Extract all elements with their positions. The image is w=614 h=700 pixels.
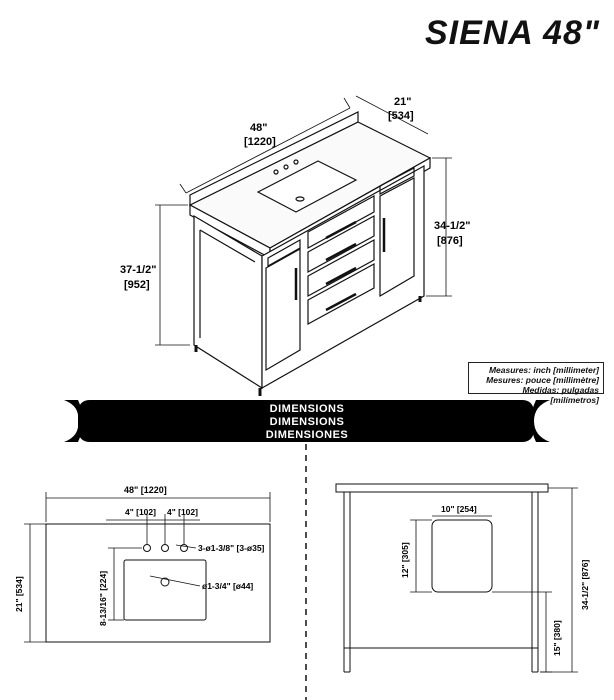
iso-depth-label: 21" xyxy=(394,96,411,108)
hole-spacing-1-label: 4" [102] xyxy=(125,507,156,517)
dimensions-banner xyxy=(78,400,534,442)
product-title: SIENA 48" xyxy=(424,14,600,52)
iso-dimension-lines xyxy=(155,95,452,346)
drain-label: ø1-3/4" [ø44] xyxy=(202,581,253,591)
banner-line-fr: DIMENSIONS xyxy=(269,416,345,428)
iso-cab-height-mm-label: [876] xyxy=(437,235,463,247)
box-floor-label: 15" [380] xyxy=(552,620,562,656)
iso-total-height-mm-label: [952] xyxy=(124,279,150,291)
top-view xyxy=(24,492,271,643)
measures-line-fr: Mesures: pouce [millimètre] xyxy=(486,375,599,385)
measures-line-en: Measures: inch [millimeter] xyxy=(488,365,599,375)
faucet-holes-label: 3-ø1-3/8" [3-ø35] xyxy=(198,543,265,553)
iso-width-mm-label: [1220] xyxy=(244,136,276,148)
iso-cab-height-label: 34-1/2" xyxy=(434,220,470,232)
banner-line-en: DIMENSIONS xyxy=(269,403,345,415)
measures-line-es: Medidas: pulgadas [milímetros] xyxy=(522,385,599,405)
iso-width-label: 48" xyxy=(250,122,267,134)
box-width-label: 10" [254] xyxy=(441,504,477,514)
box-height-label: 12" [305] xyxy=(400,542,410,578)
top-depth-label: 21" [534] xyxy=(14,576,24,612)
isometric-vanity xyxy=(188,111,432,396)
banner-line-es: DIMENSIONES xyxy=(265,429,349,441)
side-height-label: 34-1/2" [876] xyxy=(580,559,590,610)
measures-legend: Measures: inch [millimeter] Mesures: pou… xyxy=(468,362,604,405)
top-width-label: 48" [1220] xyxy=(124,485,167,495)
side-view xyxy=(335,483,578,673)
sink-depth-label: 8-13/16" [224] xyxy=(98,571,108,626)
hole-spacing-2-label: 4" [102] xyxy=(167,507,198,517)
iso-depth-mm-label: [534] xyxy=(388,110,414,122)
iso-total-height-label: 37-1/2" xyxy=(120,264,156,276)
